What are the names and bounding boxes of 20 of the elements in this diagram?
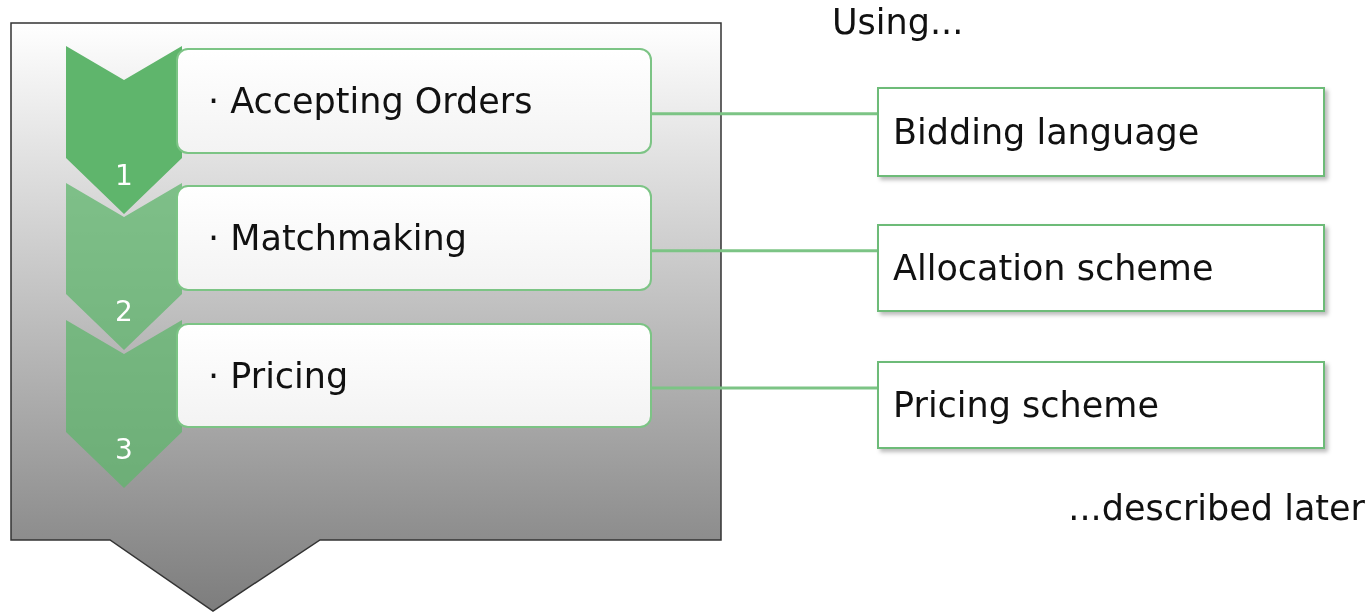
text-box [877, 87, 1325, 177]
box-label: Bidding language [893, 112, 1200, 152]
step-label: · Pricing [208, 355, 349, 396]
step-number: 3 [114, 433, 134, 466]
note-text: ...described later [1068, 488, 1365, 528]
step-box [176, 48, 652, 154]
step-box [176, 323, 652, 428]
box-label: Pricing scheme [893, 385, 1159, 425]
text-box [877, 361, 1325, 449]
step-label: · Matchmaking [208, 218, 467, 258]
connector-line [652, 112, 877, 116]
connector-line [652, 249, 877, 253]
text-box [877, 224, 1325, 312]
connector-line [652, 386, 877, 390]
step-label: · Accepting Orders [208, 81, 533, 121]
step-box [176, 185, 652, 291]
box-label: Allocation scheme [893, 248, 1214, 288]
step-number: 1 [114, 159, 134, 192]
step-number: 2 [114, 295, 134, 328]
note-text: Using... [832, 2, 964, 42]
